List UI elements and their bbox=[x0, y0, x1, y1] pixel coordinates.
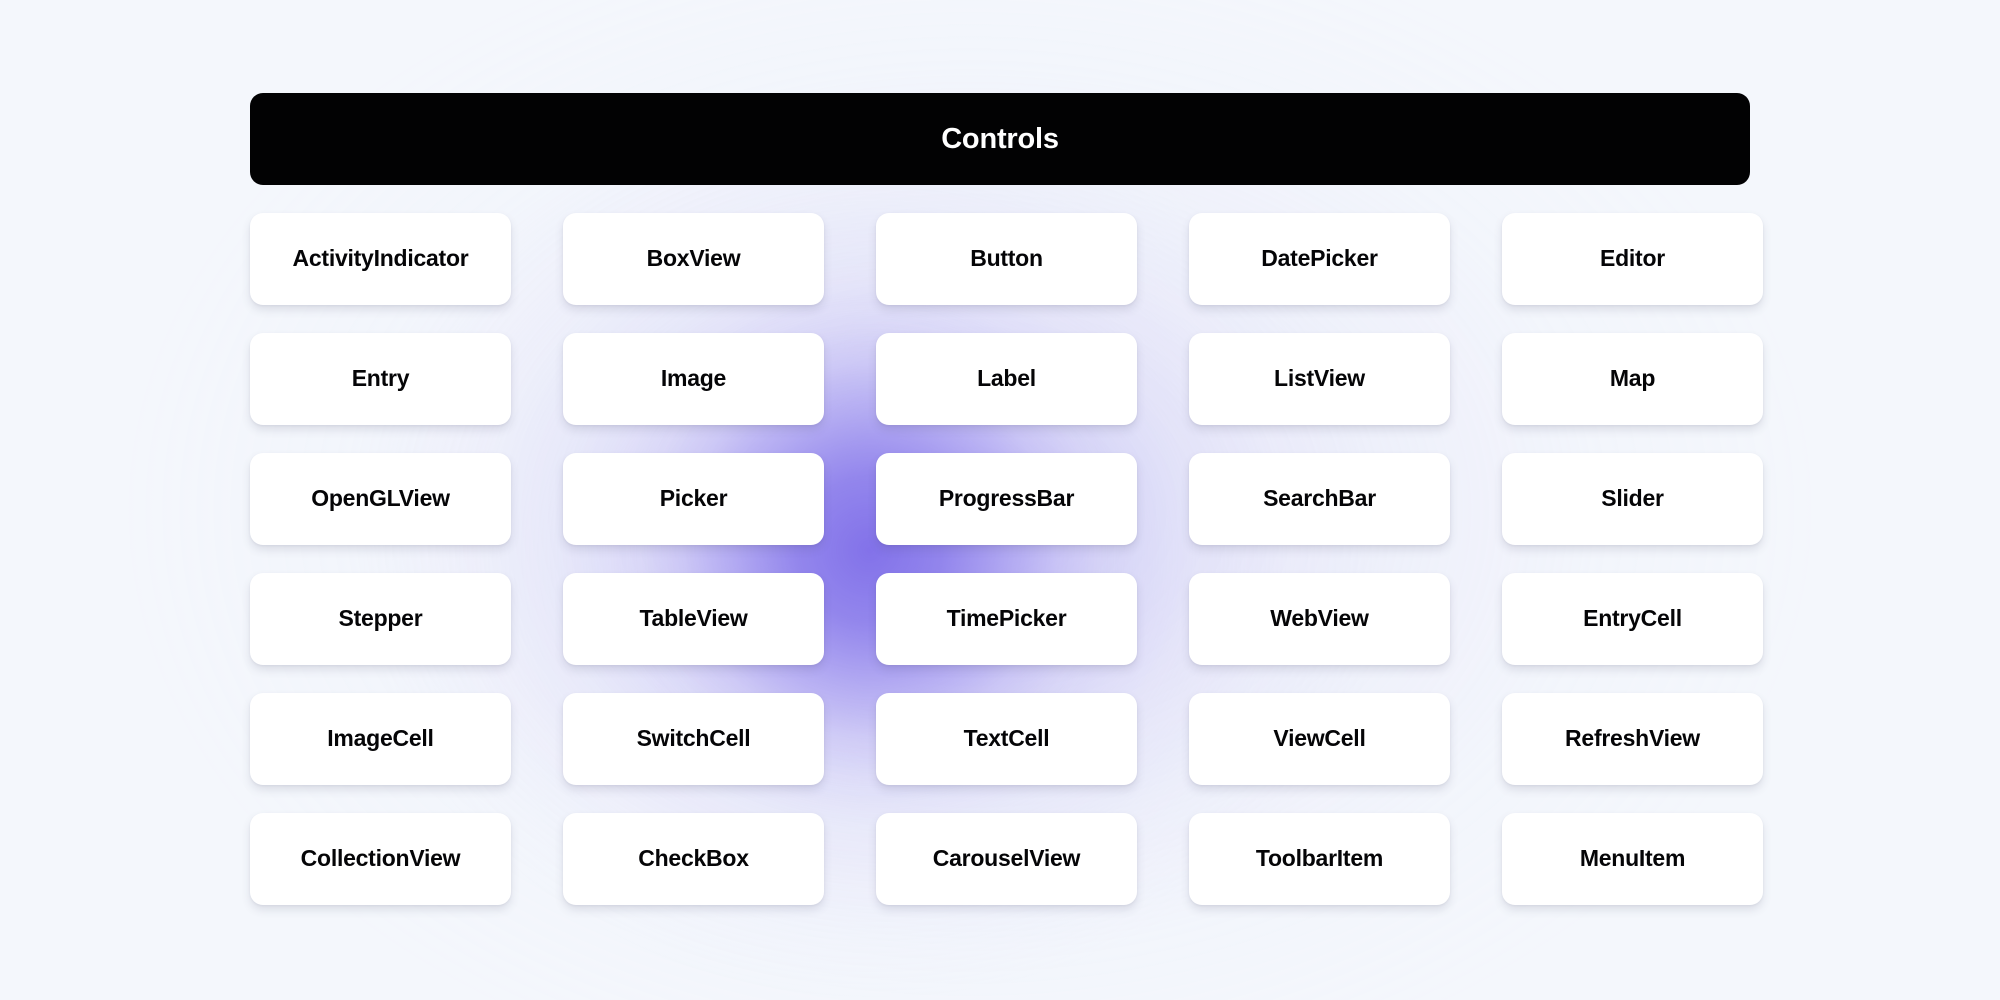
control-card-label: ToolbarItem bbox=[1255, 845, 1384, 872]
control-card[interactable]: ActivityIndicator bbox=[250, 213, 511, 305]
controls-grid: ActivityIndicator BoxView Button DatePicker… bbox=[250, 213, 1763, 905]
control-card-label: CheckBox bbox=[638, 845, 749, 872]
control-card[interactable]: EntryCell bbox=[1502, 573, 1763, 665]
control-card[interactable]: MenuItem bbox=[1502, 813, 1763, 905]
control-card[interactable]: CarouselView bbox=[876, 813, 1137, 905]
control-card-label: Map bbox=[1609, 365, 1656, 392]
page-header-bar: Controls bbox=[250, 93, 1750, 185]
control-card-label: RefreshView bbox=[1565, 725, 1700, 752]
control-card[interactable]: SearchBar bbox=[1189, 453, 1450, 545]
control-card-label: Entry bbox=[351, 365, 410, 392]
control-card[interactable]: BoxView bbox=[563, 213, 824, 305]
control-card-label: ActivityIndicator bbox=[292, 245, 469, 272]
control-card-label: Button bbox=[970, 245, 1043, 272]
control-card-label: WebView bbox=[1270, 605, 1369, 632]
control-card[interactable]: ViewCell bbox=[1189, 693, 1450, 785]
control-card[interactable]: WebView bbox=[1189, 573, 1450, 665]
control-card-label: CollectionView bbox=[300, 845, 461, 872]
control-card-label: EntryCell bbox=[1583, 605, 1682, 632]
control-card[interactable]: Button bbox=[876, 213, 1137, 305]
control-card[interactable]: SwitchCell bbox=[563, 693, 824, 785]
control-card-label: SearchBar bbox=[1263, 485, 1376, 512]
control-card-label: ListView bbox=[1274, 365, 1365, 392]
control-card[interactable]: Entry bbox=[250, 333, 511, 425]
control-card[interactable]: TableView bbox=[563, 573, 824, 665]
content-container: Controls ActivityIndicator BoxView Button D… bbox=[250, 93, 1763, 905]
page-title: Controls bbox=[941, 122, 1059, 155]
control-card[interactable]: ProgressBar bbox=[876, 453, 1137, 545]
control-card[interactable]: Image bbox=[563, 333, 824, 425]
control-card-label: ViewCell bbox=[1273, 725, 1366, 752]
control-card-label: BoxView bbox=[646, 245, 741, 272]
control-card[interactable]: CheckBox bbox=[563, 813, 824, 905]
control-card-label: DatePicker bbox=[1261, 245, 1378, 272]
control-card-label: Label bbox=[977, 365, 1036, 392]
control-card-label: ProgressBar bbox=[938, 485, 1075, 512]
control-card[interactable]: Picker bbox=[563, 453, 824, 545]
control-card-label: TimePicker bbox=[946, 605, 1067, 632]
control-card[interactable]: ListView bbox=[1189, 333, 1450, 425]
control-card-label: Image bbox=[660, 365, 727, 392]
control-card[interactable]: Slider bbox=[1502, 453, 1763, 545]
control-card[interactable]: ToolbarItem bbox=[1189, 813, 1450, 905]
control-card-label: MenuItem bbox=[1579, 845, 1686, 872]
control-card[interactable]: DatePicker bbox=[1189, 213, 1450, 305]
control-card[interactable]: OpenGLView bbox=[250, 453, 511, 545]
control-card-label: SwitchCell bbox=[636, 725, 751, 752]
control-card-label: OpenGLView bbox=[311, 485, 450, 512]
control-card[interactable]: Map bbox=[1502, 333, 1763, 425]
control-card[interactable]: Stepper bbox=[250, 573, 511, 665]
control-card-label: ImageCell bbox=[327, 725, 434, 752]
control-card-label: Stepper bbox=[338, 605, 423, 632]
control-card-label: Slider bbox=[1601, 485, 1664, 512]
control-card[interactable]: Editor bbox=[1502, 213, 1763, 305]
control-card[interactable]: ImageCell bbox=[250, 693, 511, 785]
control-card[interactable]: TextCell bbox=[876, 693, 1137, 785]
control-card-label: TextCell bbox=[963, 725, 1050, 752]
control-card[interactable]: RefreshView bbox=[1502, 693, 1763, 785]
control-card-label: CarouselView bbox=[932, 845, 1081, 872]
control-card-label: TableView bbox=[639, 605, 748, 632]
control-card-label: Editor bbox=[1600, 245, 1665, 272]
control-card[interactable]: Label bbox=[876, 333, 1137, 425]
control-card[interactable]: CollectionView bbox=[250, 813, 511, 905]
control-card-label: Picker bbox=[659, 485, 728, 512]
control-card[interactable]: TimePicker bbox=[876, 573, 1137, 665]
